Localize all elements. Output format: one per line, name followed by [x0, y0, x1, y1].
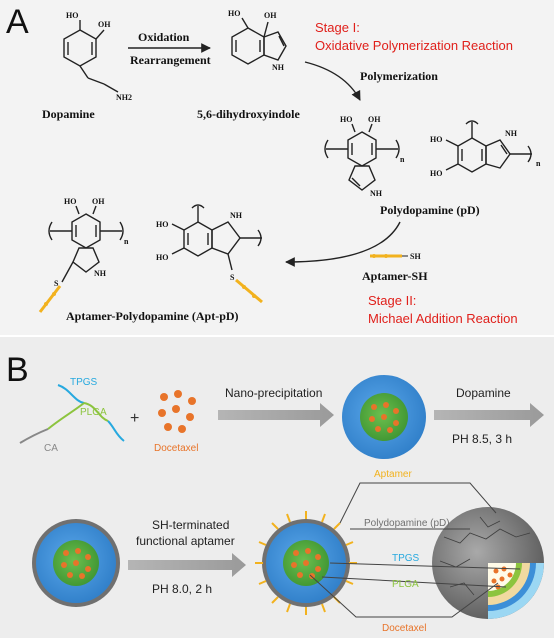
docetaxel-dots: [158, 390, 196, 433]
pd1-nh: NH: [370, 189, 383, 198]
aptpd2-nh: NH: [230, 211, 243, 220]
nano-precipitation-arrow: [218, 403, 334, 427]
stage2-title: Stage II:: [368, 293, 416, 308]
apt-pd-label: Aptamer-Polydopamine (Apt-pD): [66, 309, 239, 323]
dopamine-arrow: [434, 403, 544, 427]
pd2-nh: NH: [505, 129, 518, 138]
functional-aptamer-label: functional aptamer: [136, 534, 235, 548]
dopamine-structure: [63, 20, 119, 93]
cutaway-sphere: [432, 507, 544, 619]
polydopamine-unit-2: [445, 120, 532, 173]
stage2-desc: Michael Addition Reaction: [368, 311, 518, 326]
polymerization-label: Polymerization: [360, 69, 438, 83]
addition-arrow: [285, 221, 401, 267]
dopamine-nh2: NH2: [116, 93, 132, 102]
apt-pd-unit-2: [171, 204, 262, 271]
indole-ho: HO: [228, 9, 240, 18]
tpgs-label: TPGS: [70, 377, 98, 388]
stage1-title: Stage I:: [315, 20, 360, 35]
polymer-strands: [19, 384, 125, 444]
sh-terminated-label: SH-terminated: [152, 518, 229, 532]
aptamer-sh-sh: SH: [410, 252, 421, 261]
dopamine-ho: HO: [66, 11, 78, 20]
docetaxel-label: Docetaxel: [154, 443, 198, 454]
aptpd2-s: S: [230, 273, 235, 282]
pd2-ho-top: HO: [430, 135, 442, 144]
dopamine-label-b: Dopamine: [456, 386, 511, 400]
aptpd1-nh: NH: [94, 269, 107, 278]
rearrangement-label: Rearrangement: [130, 53, 211, 67]
plga-label: PLGA: [80, 407, 107, 418]
aptpd1-n: n: [124, 237, 129, 246]
label-docetaxel: Docetaxel: [382, 623, 426, 634]
aptpd1-ho: HO: [64, 197, 76, 206]
dihydroxyindole-label: 5,6-dihydroxyindole: [197, 107, 300, 121]
aptpd2-ho-top: HO: [156, 220, 168, 229]
indole-oh: OH: [264, 11, 277, 20]
ca-label: CA: [44, 443, 58, 454]
ph-label-b: PH 8.0, 2 h: [152, 582, 212, 596]
polydopamine-label: Polydopamine (pD): [380, 203, 480, 217]
panel-b-scheme: B TPGS PLGA CA + Docetaxel Nano-precipit…: [6, 351, 544, 634]
label-polydopamine: Polydopamine (pD): [364, 518, 450, 529]
nano-precipitation-label: Nano-precipitation: [225, 386, 322, 400]
apt-pd-aptamer-2: [235, 278, 263, 304]
dopamine-oh: OH: [98, 20, 111, 29]
leader-lines: [309, 482, 521, 618]
nanoparticle-apt-pd: [255, 511, 357, 615]
label-aptamer: Aptamer: [374, 469, 412, 480]
pd2-n: n: [536, 159, 541, 168]
indole-nh: NH: [272, 63, 285, 72]
stage1-desc: Oxidative Polymerization Reaction: [315, 38, 513, 53]
apt-pd-unit-1: [48, 205, 124, 283]
label-tpgs: TPGS: [392, 553, 420, 564]
panel-a-letter: A: [6, 3, 29, 41]
pd2-ho-bottom: HO: [430, 169, 442, 178]
aptamer-sh-strand: [370, 254, 408, 258]
apt-pd-aptamer-1: [38, 285, 62, 313]
aptamer-conjugation-arrow: [128, 553, 246, 577]
aptpd1-oh: OH: [92, 197, 105, 206]
pd1-ho: HO: [340, 115, 352, 124]
nanoparticle-pd: [32, 519, 120, 607]
nanoparticle-plain: [342, 375, 426, 459]
label-plga: PLGA: [392, 579, 419, 590]
panel-a: A HO OH NH2 Dopamine Oxidation Rearrange…: [0, 0, 554, 335]
aptpd1-s: S: [54, 279, 59, 288]
dihydroxyindole-structure: [231, 17, 287, 65]
polymerization-arrow: [304, 61, 361, 101]
aptpd2-ho-bottom: HO: [156, 253, 168, 262]
dopamine-label: Dopamine: [42, 107, 95, 121]
panel-a-scheme: A HO OH NH2 Dopamine Oxidation Rearrange…: [6, 3, 541, 326]
oxidation-label: Oxidation: [138, 30, 190, 44]
ph-label-a: PH 8.5, 3 h: [452, 432, 512, 446]
panel-b: B TPGS PLGA CA + Docetaxel Nano-precipit…: [0, 337, 554, 638]
pd1-oh: OH: [368, 115, 381, 124]
pd1-n: n: [400, 155, 405, 164]
polydopamine-unit-1: [324, 123, 400, 191]
plus-sign: +: [130, 410, 139, 427]
panel-b-letter: B: [6, 351, 29, 389]
aptamer-sh-label: Aptamer-SH: [362, 269, 428, 283]
